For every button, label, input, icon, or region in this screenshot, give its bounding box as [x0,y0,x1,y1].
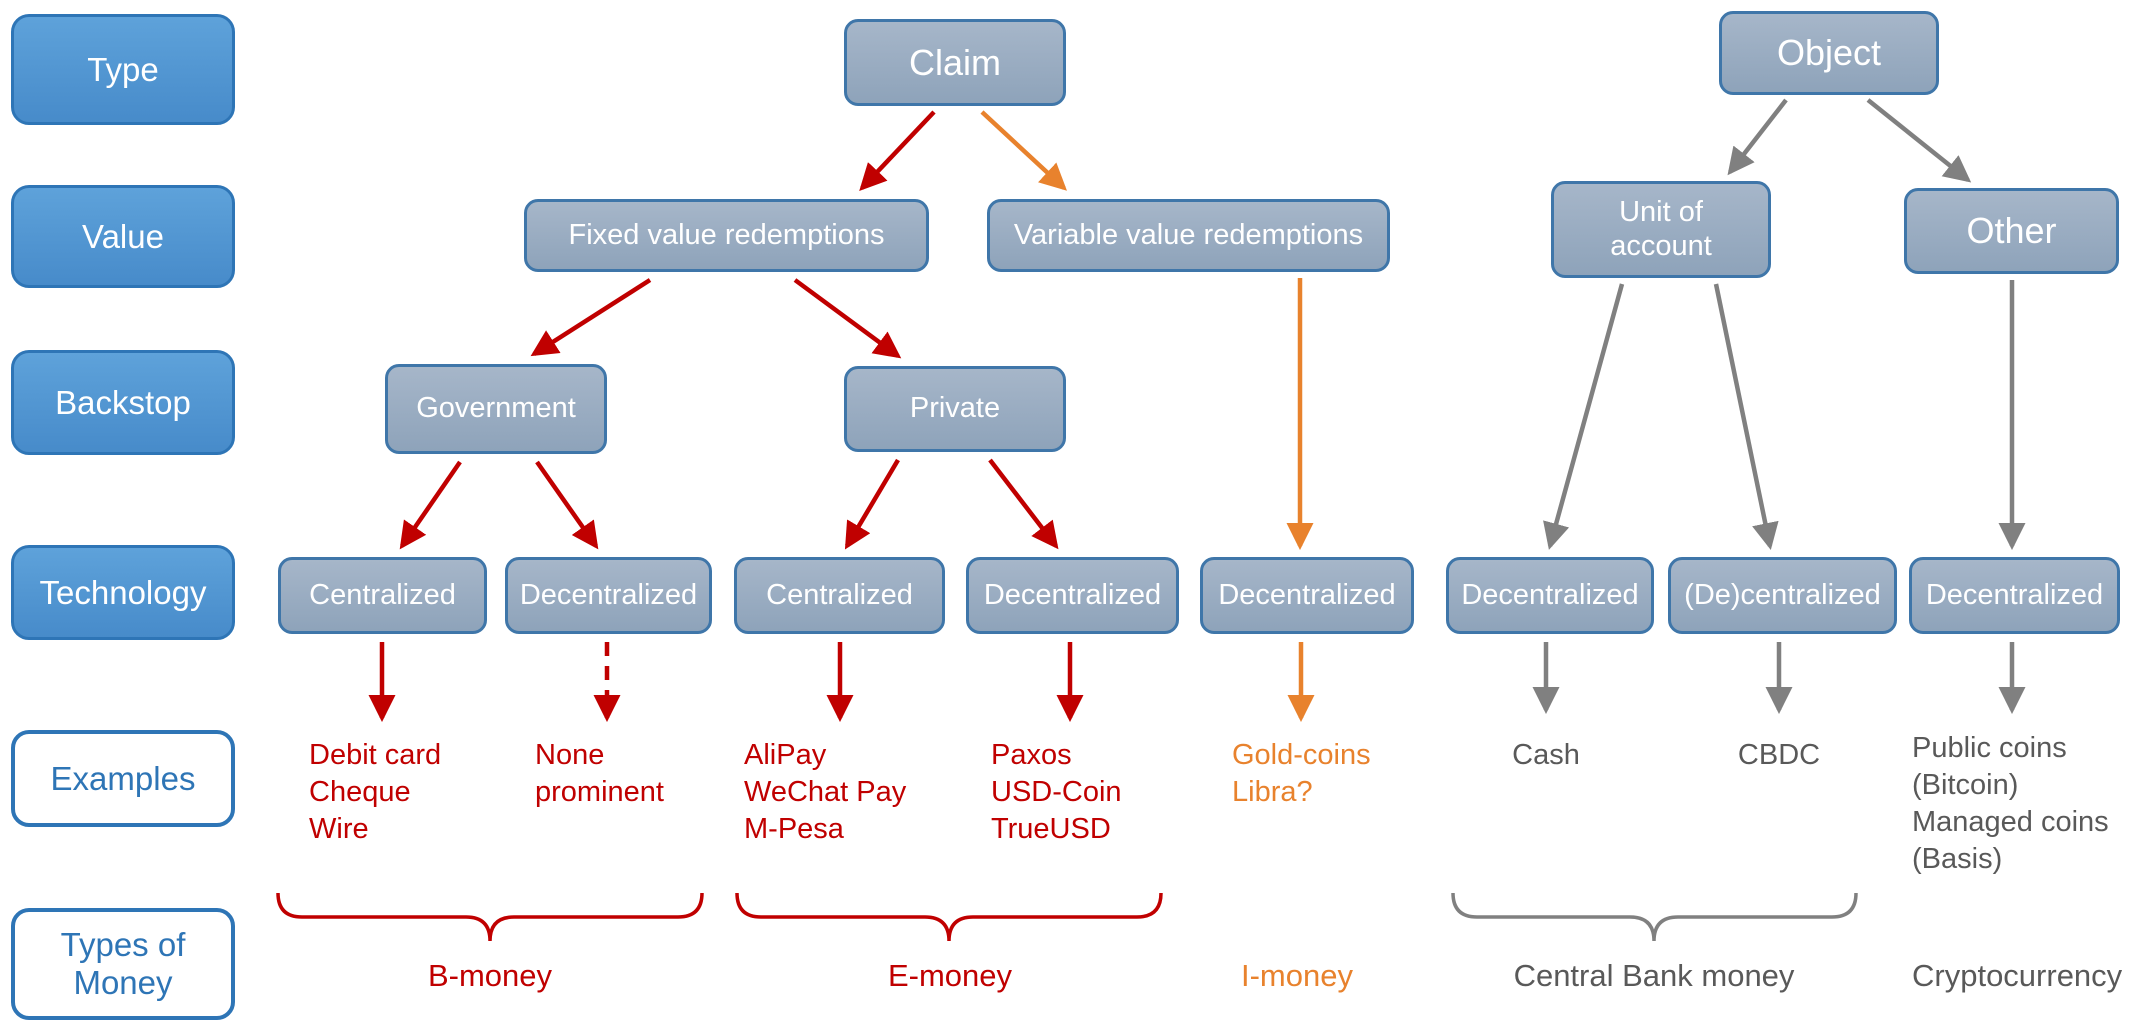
node-private-centralized: Centralized [734,557,945,634]
arrow-fixed-to-government [530,278,652,357]
node-variable-value-redemptions: Variable value redemptions [987,199,1390,272]
example-b-money-centralized: Debit card Cheque Wire [309,739,442,846]
arrow-government-to-centralized [399,460,462,550]
example-e-money-decentralized: Paxos USD-Coin TrueUSD [991,739,1122,846]
example-cash: Cash [1512,739,1580,771]
arrow-private-to-decentralized [988,458,1059,550]
example-i-money: Gold-coins Libra? [1232,739,1371,809]
example-cryptocurrency: Public coins (Bitcoin) Managed coins (Ba… [1912,732,2109,876]
example-b-money-decentralized: None prominent [535,739,664,809]
node-fixed-value-redemptions: Fixed value redemptions [524,199,929,272]
arrow-claim-to-fixed [859,110,936,191]
arrow-uoa-to-de-centralized [1713,283,1779,550]
arrow-object-to-other [1866,98,1972,183]
money-type-i-money: I-money [1241,958,1353,993]
arrow-government-to-decentralized [535,460,599,550]
money-type-b-money: B-money [427,958,553,993]
node-government: Government [385,364,607,454]
row-label-value: Value [11,185,235,288]
row-label-types-of-money: Types of Money [11,908,235,1020]
node-gov-decentralized: Decentralized [505,557,712,634]
arrow-private-to-centralized [844,458,900,550]
row-label-examples: Examples [11,730,235,827]
arrow-fixed-to-private [793,278,902,359]
arrow-claim-to-variable [980,110,1067,191]
node-other: Other [1904,188,2119,274]
node-private-decentralized: Decentralized [966,557,1179,634]
example-cbdc: CBDC [1737,739,1821,771]
arrow-object-to-unit-of-account [1727,98,1788,176]
node-claim: Claim [844,19,1066,106]
brace-e-money [735,892,1163,942]
node-uoa-decentralized: Decentralized [1446,557,1654,634]
brace-central-bank-money [1451,892,1858,942]
money-type-cryptocurrency: Cryptocurrency [1912,958,2123,993]
node-private: Private [844,366,1066,452]
row-label-type: Type [11,14,235,125]
node-variable-decentralized: Decentralized [1200,557,1414,634]
node-other-decentralized: Decentralized [1909,557,2120,634]
money-type-e-money: E-money [887,958,1013,993]
example-e-money-centralized: AliPay WeChat Pay M-Pesa [744,739,907,846]
node-unit-of-account: Unit of account [1551,181,1771,278]
arrow-uoa-to-decentralized [1543,283,1625,550]
node-object: Object [1719,11,1939,95]
money-type-central-bank: Central Bank money [1513,958,1795,993]
brace-b-money [276,892,704,942]
node-gov-centralized: Centralized [278,557,487,634]
row-label-technology: Technology [11,545,235,640]
node-uoa-de-centralized: (De)centralized [1668,557,1897,634]
row-label-backstop: Backstop [11,350,235,455]
